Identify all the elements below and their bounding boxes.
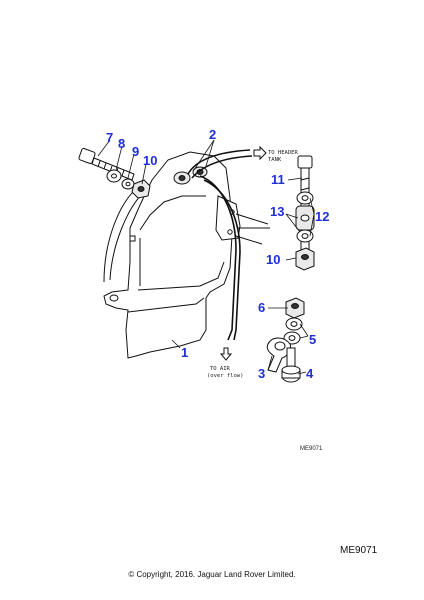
callout-4: 4 bbox=[306, 366, 314, 381]
copyright-notice: © Copyright, 2016. Jaguar Land Rover Lim… bbox=[128, 570, 296, 579]
callout-12: 12 bbox=[315, 209, 329, 224]
callout-9: 9 bbox=[132, 144, 139, 159]
to-header-note-line1: TO HEADER bbox=[268, 150, 298, 156]
nut-10-lower bbox=[295, 247, 315, 271]
to-header-arrow bbox=[253, 145, 267, 161]
to-header-note-line2: TANK bbox=[268, 157, 282, 163]
callout-7: 7 bbox=[106, 130, 113, 145]
callout-10-lower: 10 bbox=[266, 252, 280, 267]
to-air-note-line2: (over flow) bbox=[207, 373, 243, 379]
to-air-arrow bbox=[219, 347, 233, 361]
nut-10-upper bbox=[131, 179, 151, 199]
spacer-13 bbox=[295, 205, 315, 231]
callout-1: 1 bbox=[181, 345, 188, 360]
reference-code: ME9071 bbox=[340, 545, 378, 556]
nut-6 bbox=[285, 297, 305, 319]
callout-10-upper: 10 bbox=[143, 153, 157, 168]
inner-diagram-code: ME9071 bbox=[300, 446, 323, 452]
callout-11: 11 bbox=[271, 172, 285, 187]
callout-2: 2 bbox=[209, 127, 216, 142]
bolt-7 bbox=[78, 148, 135, 181]
callout-6: 6 bbox=[258, 300, 265, 315]
callout-5: 5 bbox=[309, 332, 316, 347]
callout-3: 3 bbox=[258, 366, 265, 381]
bolt-4 bbox=[281, 347, 301, 383]
to-air-note-line1: TO AIR bbox=[210, 366, 231, 372]
callout-13: 13 bbox=[270, 204, 284, 219]
hoses bbox=[187, 149, 253, 341]
callout-8: 8 bbox=[118, 136, 125, 151]
